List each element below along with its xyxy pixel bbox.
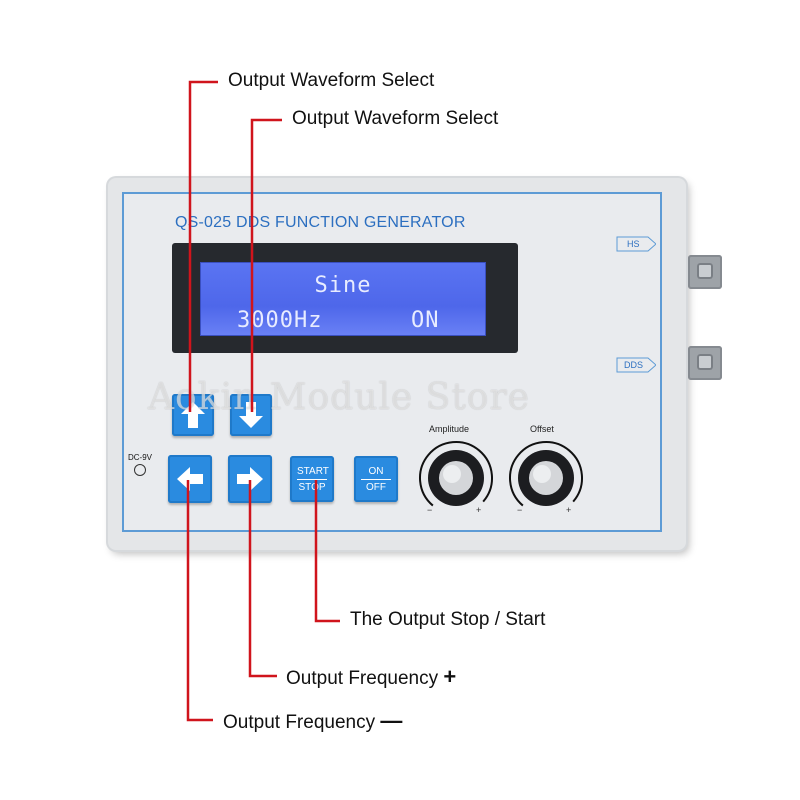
start-stop-button[interactable]: START STOP xyxy=(290,456,334,502)
lcd-display: Sine 3000Hz ON xyxy=(200,262,486,336)
dc-jack-icon xyxy=(134,464,146,476)
callout-start-stop: The Output Stop / Start xyxy=(350,609,546,630)
dds-output-connector[interactable] xyxy=(688,346,722,380)
amplitude-minus-mark: − xyxy=(427,505,433,515)
leader-waveform-up xyxy=(188,80,218,412)
callout-frequency-plus-text: Output Frequency xyxy=(286,668,439,689)
arrow-left-icon xyxy=(177,467,203,491)
arrow-right-icon xyxy=(237,467,263,491)
callout-waveform-select-up: Output Waveform Select xyxy=(228,70,435,91)
callout-frequency-minus: Output Frequency — xyxy=(223,708,402,734)
dds-label: DDS xyxy=(624,360,644,370)
lcd-waveform: Sine xyxy=(314,273,372,298)
waveform-up-button[interactable] xyxy=(172,394,214,436)
offset-plus-mark: + xyxy=(566,505,572,515)
offset-knob[interactable] xyxy=(508,440,584,516)
dds-tag-icon xyxy=(616,357,656,373)
callout-frequency-minus-text: Output Frequency xyxy=(223,712,376,733)
arrow-down-icon xyxy=(239,402,263,428)
callout-frequency-plus: Output Frequency + xyxy=(286,664,456,690)
plus-icon: + xyxy=(443,664,457,689)
amplitude-plus-mark: + xyxy=(476,505,482,515)
minus-icon: — xyxy=(380,708,403,733)
off-label: OFF xyxy=(366,481,386,493)
lcd-output-state: ON xyxy=(411,308,440,333)
waveform-down-button[interactable] xyxy=(230,394,272,436)
callout-waveform-select-down: Output Waveform Select xyxy=(292,108,499,129)
device-title: QS-025 DDS FUNCTION GENERATOR xyxy=(175,214,466,231)
amplitude-knob[interactable] xyxy=(418,440,494,516)
leader-start-stop xyxy=(314,480,340,623)
offset-minus-mark: − xyxy=(517,505,523,515)
hs-tag-icon xyxy=(616,236,656,252)
hs-output-connector[interactable] xyxy=(688,255,722,289)
leader-frequency-plus xyxy=(248,480,277,678)
stop-label: STOP xyxy=(298,481,326,493)
leader-frequency-minus xyxy=(186,480,213,722)
arrow-up-icon xyxy=(181,402,205,428)
hs-label: HS xyxy=(627,239,640,249)
leader-waveform-down xyxy=(250,118,282,412)
on-label: ON xyxy=(361,466,391,480)
amplitude-label: Amplitude xyxy=(429,424,470,434)
frequency-minus-button[interactable] xyxy=(168,455,212,503)
watermark-text: Aokin Module Store xyxy=(148,377,530,418)
on-off-button[interactable]: ON OFF xyxy=(354,456,398,502)
offset-label: Offset xyxy=(530,424,554,434)
dc-input-label: DC-9V xyxy=(128,453,153,462)
start-label: START xyxy=(297,466,329,480)
